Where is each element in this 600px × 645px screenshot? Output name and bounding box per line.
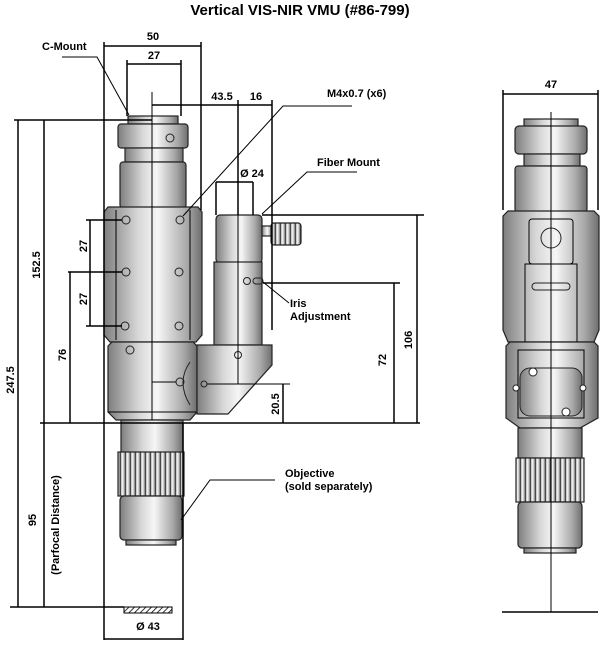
hole-icon: [174, 321, 184, 331]
objective-label-1: Objective: [285, 468, 335, 480]
hole-icon: [243, 277, 251, 285]
main-block: [103, 206, 203, 343]
top-cap: [117, 123, 189, 149]
dim-247-5: 247.5: [5, 366, 17, 394]
dim-16: 16: [250, 91, 262, 103]
screw-label: M4x0.7 (x6): [327, 88, 387, 100]
side-objective-knurl: [515, 457, 585, 503]
dim-43-5: 43.5: [211, 91, 232, 103]
screw-hole-icon: [165, 133, 175, 143]
objective-label-2: (sold separately): [285, 481, 373, 493]
dim-47: 47: [545, 79, 557, 91]
dim-72: 72: [377, 354, 389, 366]
hole-icon: [125, 345, 135, 355]
front-dimensions: 247.5 152.5 27 27 76 95 (Parfocal Distan…: [5, 31, 424, 640]
dim-106: 106: [403, 331, 415, 349]
objective-tip: [119, 495, 183, 541]
fiber-mount-label: Fiber Mount: [317, 157, 380, 169]
dim-27a: 27: [78, 240, 90, 252]
dim-95: 95: [27, 514, 39, 526]
hole-icon: [174, 267, 184, 277]
dim-27b: 27: [78, 293, 90, 305]
hole-icon: [561, 407, 571, 417]
sample-plane: [123, 606, 173, 614]
objective-knurl: [117, 451, 185, 497]
fiber-mount-knob: [270, 222, 302, 246]
upper-tube: [119, 161, 187, 209]
front-view: [103, 92, 302, 614]
diagram-title: Vertical VIS-NIR VMU (#86-799): [190, 2, 409, 19]
side-view: 47: [502, 79, 600, 613]
iris-label-1: Iris: [290, 298, 307, 310]
dim-152-5: 152.5: [31, 251, 43, 279]
prism-housing: [196, 344, 273, 415]
dim-76: 76: [57, 349, 69, 361]
hole-icon: [175, 215, 185, 225]
c-mount-label: C-Mount: [42, 41, 87, 53]
hole-icon: [512, 384, 520, 392]
objective-barrel: [120, 419, 184, 455]
dim-20-5: 20.5: [270, 393, 282, 414]
neck: [124, 147, 184, 163]
parfocal-label: (Parfocal Distance): [50, 475, 62, 575]
hole-icon: [528, 367, 538, 377]
dim-27-top: 27: [148, 50, 160, 62]
fiber-mount-tube: [215, 214, 263, 264]
iris-slot: [252, 277, 264, 285]
mounting-holes: [120, 215, 185, 331]
callouts: C-Mount M4x0.7 (x6) Fiber Mount Iris Adj…: [42, 41, 387, 521]
dim-50: 50: [147, 31, 159, 43]
hole-icon: [579, 384, 587, 392]
iris-label-2: Adjustment: [290, 311, 351, 323]
dim-dia-24: Ø 24: [240, 168, 265, 180]
dim-dia-43: Ø 43: [136, 621, 160, 633]
